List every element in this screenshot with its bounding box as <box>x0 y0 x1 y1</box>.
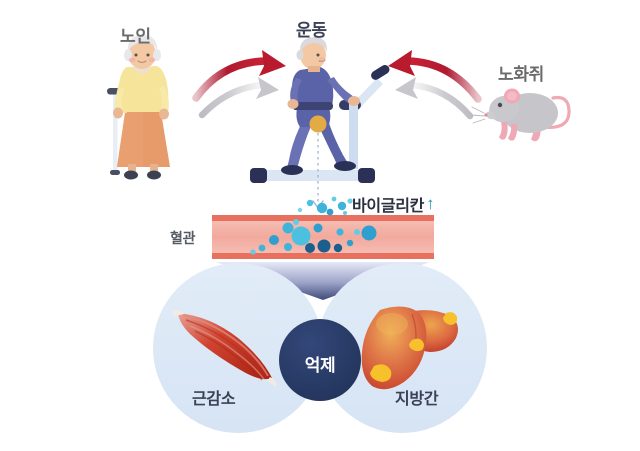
arrow-right-gray <box>395 77 474 120</box>
fat-deposit <box>443 312 458 325</box>
label-fatty-liver: 지방간 <box>395 391 439 408</box>
label-biglycan-text: 바이글리칸 <box>352 198 425 215</box>
fat-deposit <box>409 338 424 352</box>
liver-illustration <box>361 306 458 390</box>
elderly-person-figure <box>107 35 170 180</box>
up-arrow-icon: ↑ <box>426 193 435 213</box>
label-elderly: 노인 <box>120 27 151 46</box>
label-aged-mouse: 노화쥐 <box>498 65 545 84</box>
arrow-left-red <box>192 50 286 102</box>
suppression-badge <box>279 319 361 401</box>
arrow-left-gray <box>198 77 279 119</box>
muscle-illustration <box>172 310 277 387</box>
fat-deposit <box>370 364 392 382</box>
label-sarcopenia: 근감소 <box>192 391 236 408</box>
label-biglycan-group: 바이글리칸 ↑ <box>352 192 435 216</box>
aged-mouse-figure <box>470 88 571 142</box>
arrow-right-red <box>388 50 482 103</box>
label-exercise: 운동 <box>296 21 327 40</box>
biglycan-particles <box>250 196 377 255</box>
exercising-person-figure <box>281 37 360 175</box>
label-blood-vessel: 혈관 <box>170 230 196 246</box>
